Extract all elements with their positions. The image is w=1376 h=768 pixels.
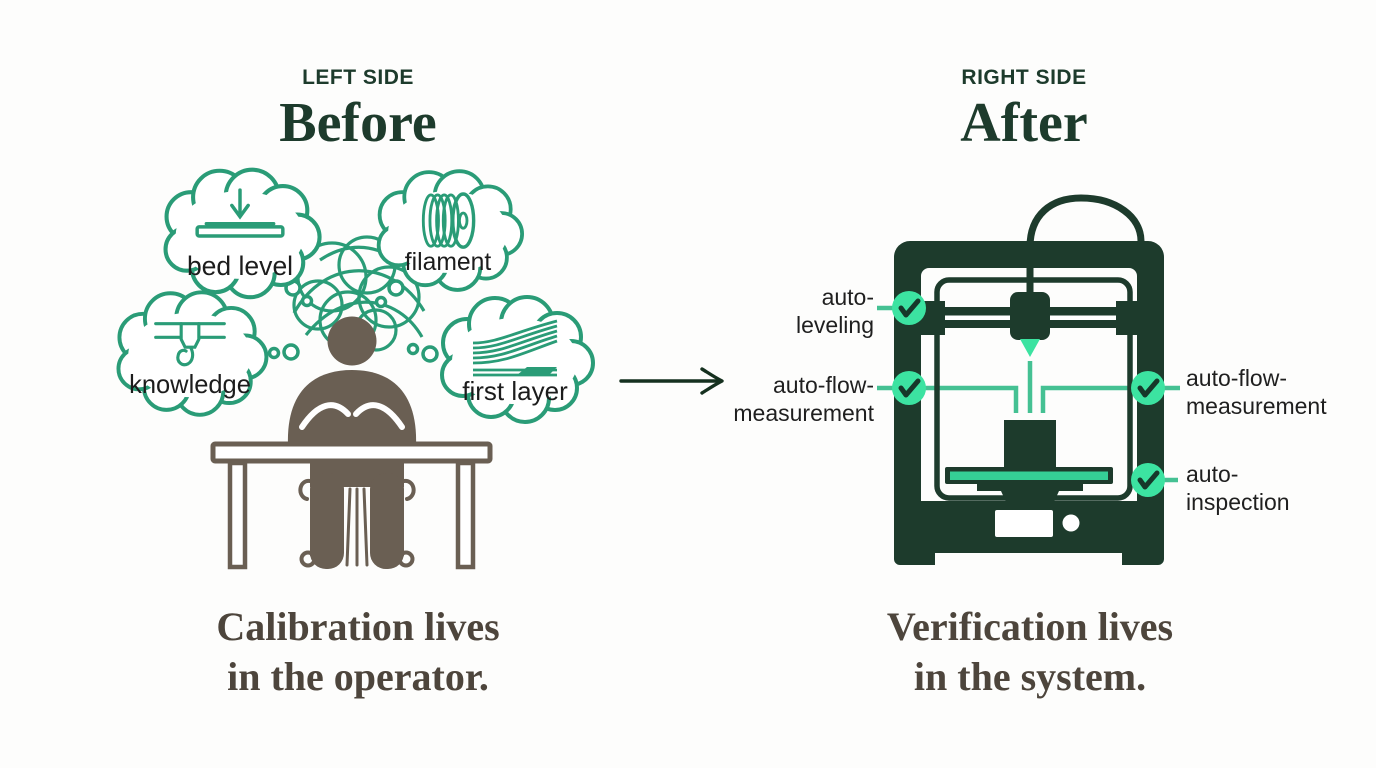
callout-auto-flow-left: auto-flow- measurement [640, 371, 874, 427]
left-side-eyebrow: LEFT SIDE [302, 66, 414, 89]
print-bed [945, 467, 1113, 502]
callout-auto-inspection: auto- inspection [1186, 460, 1371, 516]
operator-person-icon [287, 316, 417, 446]
bed-level-icon [195, 188, 285, 238]
right-caption-line2: in the system. [913, 654, 1147, 699]
thought-bubble-first-layer: first layer [440, 295, 595, 424]
callout-line: auto- [821, 284, 874, 310]
left-caption: Calibration lives in the operator. [80, 602, 636, 702]
callout-line: inspection [1186, 489, 1290, 516]
right-side-eyebrow: RIGHT SIDE [961, 66, 1087, 89]
bubble-label: knowledge [129, 371, 251, 399]
check-badges [892, 291, 1165, 497]
table [210, 441, 493, 570]
callout-line: measurement [733, 400, 874, 427]
auto-flow-left-check-icon [892, 371, 926, 405]
right-arrow-icon [619, 367, 724, 395]
printer-frame [894, 241, 1164, 565]
thought-bubble-filament: filament [376, 169, 524, 292]
print-head [1010, 292, 1050, 340]
first-layer-icon [472, 319, 558, 377]
right-caption-line1: Verification lives [886, 604, 1174, 649]
callout-line: leveling [796, 312, 874, 339]
before-title: Before [279, 92, 437, 154]
nozzle-icon [1020, 339, 1040, 357]
printer-screen [995, 510, 1053, 537]
printer-illustration [877, 194, 1180, 565]
crossed-arms [299, 402, 405, 430]
callout-auto-leveling: auto- leveling [700, 283, 874, 339]
tangled-thoughts-scribble [292, 235, 426, 352]
filament-cable [1026, 194, 1145, 296]
operator-legs [310, 461, 404, 569]
printed-part [1004, 420, 1056, 470]
thought-bubble-knowledge: knowledge [116, 290, 269, 417]
bubble-label: first layer [462, 376, 568, 406]
right-caption: Verification lives in the system. [760, 602, 1300, 702]
left-caption-line2: in the operator. [227, 654, 489, 699]
callout-line: auto-flow- [1186, 365, 1287, 391]
nozzle-hook-icon [154, 322, 226, 367]
auto-inspection-check-icon [1131, 463, 1165, 497]
after-title: After [960, 92, 1088, 154]
bubble-label: filament [405, 249, 492, 276]
bubble-label: bed level [187, 251, 293, 281]
operator-illustration: bed level filament knowledge [116, 165, 595, 570]
callout-line: auto-flow- [773, 372, 874, 398]
left-caption-line1: Calibration lives [216, 604, 500, 649]
callout-line: measurement [1186, 393, 1327, 420]
filament-spool-icon [421, 192, 476, 249]
printer-knob [1062, 514, 1080, 532]
callout-auto-flow-right: auto-flow- measurement [1186, 364, 1371, 420]
thought-bubble-bed-level: bed level [166, 170, 320, 298]
auto-leveling-check-icon [892, 291, 926, 325]
auto-flow-right-check-icon [1131, 371, 1165, 405]
callout-line: auto- [1186, 461, 1239, 487]
